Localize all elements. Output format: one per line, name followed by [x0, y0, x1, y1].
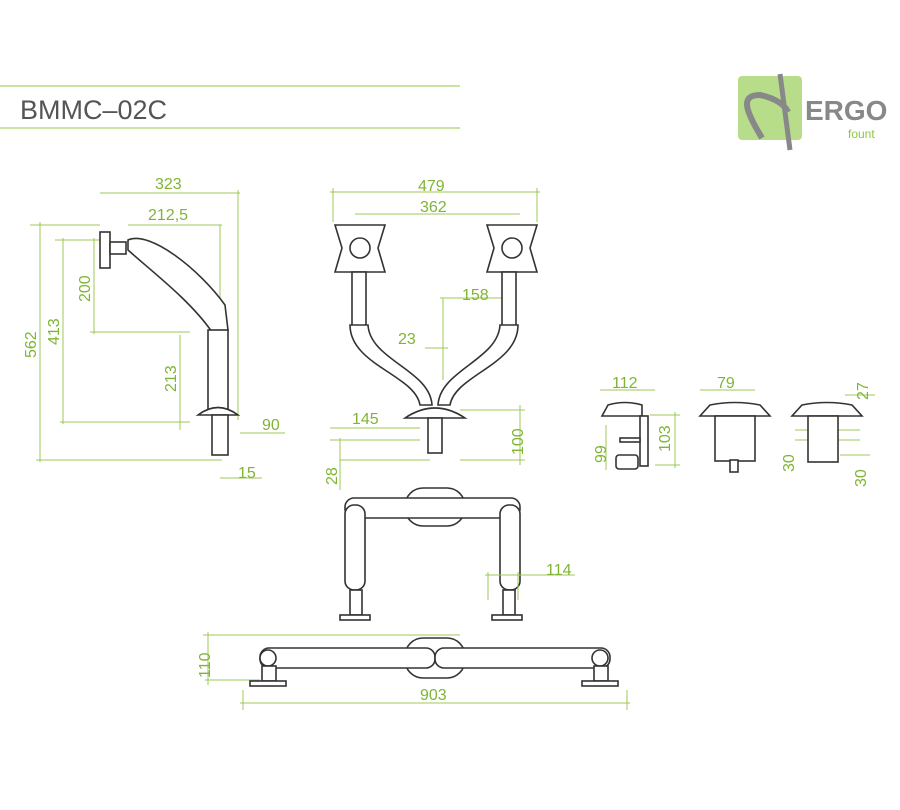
dim-212-5: 212,5: [148, 207, 188, 224]
logo-brand: ERGO: [805, 95, 887, 126]
clamp-views: 112 79 27 99 103 30 30: [593, 375, 875, 487]
top-view: 114 110 903: [197, 487, 630, 710]
dim-30b: 30: [853, 469, 870, 487]
dim-413: 413: [46, 318, 63, 345]
dim-28: 28: [324, 467, 341, 485]
dim-27: 27: [855, 382, 872, 400]
dim-90: 90: [262, 417, 280, 434]
dim-103: 103: [657, 425, 674, 452]
dim-110: 110: [197, 652, 214, 678]
dim-114: 114: [546, 562, 572, 579]
dim-15: 15: [238, 465, 256, 482]
dim-158: 158: [462, 287, 489, 304]
dim-23: 23: [398, 331, 416, 348]
dim-903: 903: [420, 687, 447, 704]
dim-79: 79: [717, 375, 735, 392]
product-title: BMMC–02C: [20, 95, 167, 125]
dim-362: 362: [420, 199, 447, 216]
front-view: 479 362 158 23 145 100 28: [324, 178, 540, 490]
logo-sub: fount: [848, 127, 875, 141]
dim-99: 99: [593, 445, 610, 463]
dim-112: 112: [612, 375, 638, 392]
side-view: 323 212,5 200 413 562 213 90 15: [23, 176, 285, 482]
dim-145: 145: [352, 411, 379, 428]
dim-213: 213: [163, 365, 180, 392]
dim-479: 479: [418, 178, 445, 195]
dim-323: 323: [155, 176, 182, 193]
dim-100: 100: [510, 428, 527, 455]
dim-200: 200: [77, 275, 94, 302]
ergo-arm-logo-icon: [738, 73, 802, 151]
dim-30a: 30: [781, 454, 798, 472]
dim-562: 562: [23, 331, 40, 358]
